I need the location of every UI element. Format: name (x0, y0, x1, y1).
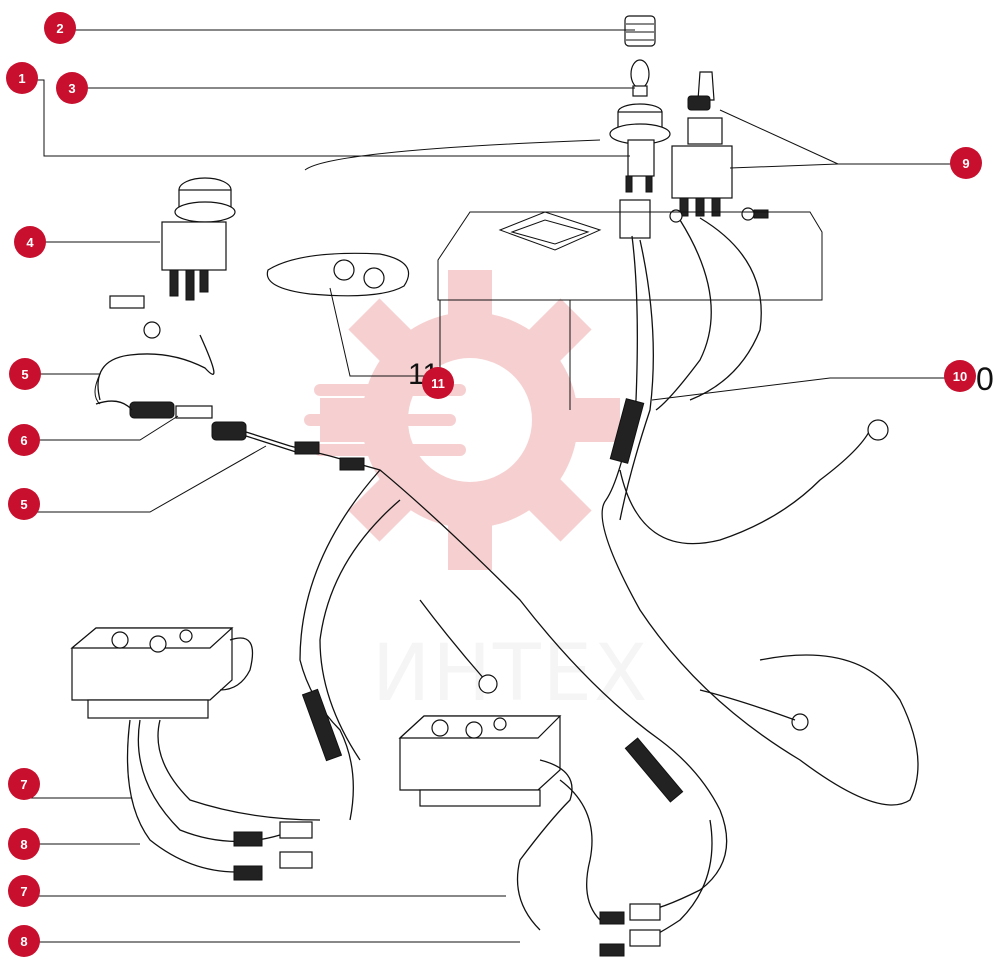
callout-number: 9 (962, 156, 969, 171)
connector (294, 441, 320, 455)
callout-badge (44, 12, 76, 44)
gear-tooth (518, 298, 592, 372)
toggle-switch (669, 71, 769, 223)
callout-number: 11 (431, 376, 445, 391)
callout-badge (8, 768, 40, 800)
connector (599, 911, 625, 925)
ring-terminal (867, 419, 889, 441)
callout-number: 8 (20, 837, 27, 852)
wiring-harness (97, 217, 919, 821)
harness-sleeve (624, 737, 684, 803)
callout-number: 3 (68, 81, 75, 96)
callout-badge (422, 367, 454, 399)
callout-number: 8 (20, 934, 27, 949)
callout-badge (8, 488, 40, 520)
callout-c-1: 1 (6, 62, 38, 94)
indicator-lamp (609, 15, 671, 239)
connector (599, 943, 625, 957)
harness-sleeve (301, 688, 343, 762)
gear-tooth (448, 510, 492, 570)
callout-number: 10 (953, 369, 967, 384)
callout-c-6: 6 (8, 424, 40, 456)
connector (279, 851, 313, 869)
callout-badge (8, 875, 40, 907)
callout-c-7a: 7 (8, 768, 40, 800)
callout-badge (944, 360, 976, 392)
callout-badge (8, 828, 40, 860)
callout-c-8b: 8 (8, 925, 40, 957)
callout-number: 7 (20, 884, 27, 899)
gear-body (362, 312, 578, 528)
connector (233, 831, 263, 847)
connector (279, 821, 313, 839)
lamp-cap (624, 15, 656, 47)
solenoid-valve-left (70, 627, 321, 881)
lamp-bulb (630, 59, 650, 89)
inline-fuse (95, 400, 247, 441)
watermark-logo: ИНТЕХ (304, 270, 649, 719)
callout-badge (8, 424, 40, 456)
callout-c-9: 9 (950, 147, 982, 179)
callout-number: 6 (20, 433, 27, 448)
solenoid-valve-right (398, 715, 728, 957)
callout-number: 5 (20, 497, 27, 512)
ring-terminal (478, 674, 498, 694)
label-plate (266, 252, 410, 297)
ignition-body (161, 221, 227, 271)
callout-c-7b: 7 (8, 875, 40, 907)
callout-c-8a: 8 (8, 828, 40, 860)
lamp-connector (619, 199, 651, 239)
callout-c-10: 10 (944, 360, 976, 392)
callout-c-5a: 5 (9, 358, 41, 390)
callout-c-2: 2 (44, 12, 76, 44)
callout-c-5b: 5 (8, 488, 40, 520)
callout-number: 2 (56, 21, 63, 36)
callout-c-3: 3 (56, 72, 88, 104)
ignition-switch (109, 177, 236, 339)
connector (629, 929, 661, 947)
leader-lines (22, 29, 952, 943)
connector (629, 903, 661, 921)
callouts: 2 1 3 9 4 11 10 5 6 5 7 8 7 8 (6, 12, 982, 957)
watermark-text: ИНТЕХ (372, 629, 649, 719)
gear-tooth (348, 468, 422, 542)
original-label-0: 0 (976, 361, 994, 397)
gear-tooth (320, 398, 380, 442)
switch-body (671, 145, 733, 199)
callout-number: 1 (18, 71, 25, 86)
callout-number: 7 (20, 777, 27, 792)
connector (233, 865, 263, 881)
callout-badge (9, 358, 41, 390)
callout-c-11: 11 (422, 367, 454, 399)
callout-number: 5 (21, 367, 28, 382)
callout-badge (14, 226, 46, 258)
harness-sleeve (609, 398, 645, 464)
callout-badge (8, 925, 40, 957)
callout-c-4: 4 (14, 226, 46, 258)
connector (339, 457, 365, 471)
callout-badge (950, 147, 982, 179)
callout-number: 4 (26, 235, 34, 250)
gear-tooth (518, 468, 592, 542)
gear-tooth (348, 298, 422, 372)
callout-badge (56, 72, 88, 104)
callout-badge (6, 62, 38, 94)
ring-terminal (791, 713, 809, 731)
